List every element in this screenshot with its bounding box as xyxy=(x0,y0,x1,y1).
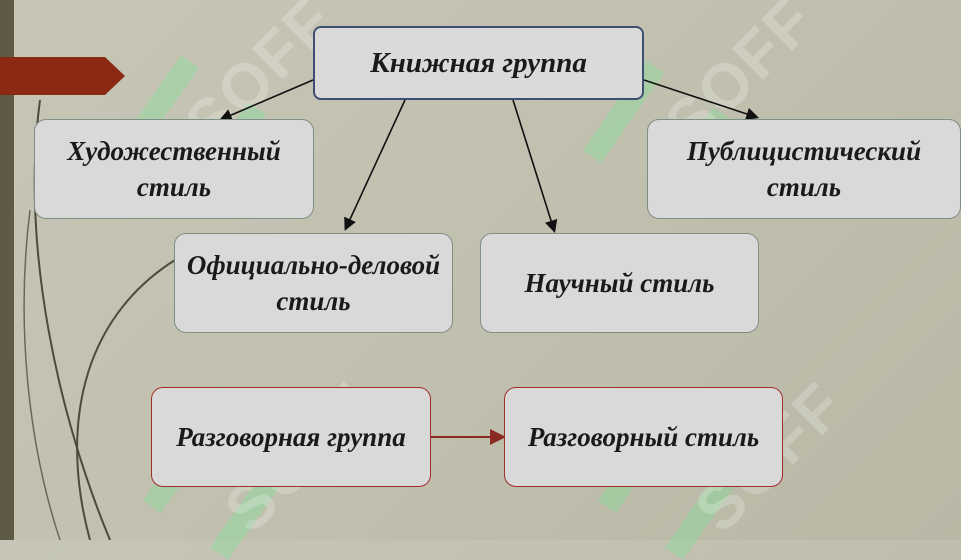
node-publicistic-style: Публицистический стиль xyxy=(647,119,961,219)
left-accent-bar xyxy=(0,0,14,540)
node-scientific-style: Научный стиль xyxy=(480,233,759,333)
node-artistic-style: Художественный стиль xyxy=(34,119,314,219)
red-arrow-tab xyxy=(0,57,125,95)
arrow-to-artistic xyxy=(219,79,314,122)
node-label: Публицистический стиль xyxy=(686,136,922,202)
node-colloquial-style: Разговорный стиль xyxy=(504,387,783,487)
decor-curve xyxy=(23,209,61,540)
root-node-label: Книжная группа xyxy=(370,47,587,79)
arrow-to-scientific xyxy=(512,99,558,234)
node-label: Официально-деловой стиль xyxy=(186,250,441,316)
decor-curve xyxy=(76,259,176,540)
root-node: Книжная группа xyxy=(313,26,644,100)
arrow-to-publicistic xyxy=(643,79,760,121)
arrow-to-official xyxy=(344,99,406,231)
node-label: Разговорная группа xyxy=(176,422,406,452)
node-label: Художественный стиль xyxy=(67,136,281,202)
node-colloquial-group: Разговорная группа xyxy=(151,387,431,487)
node-label: Научный стиль xyxy=(524,268,715,298)
node-official-style: Официально-деловой стиль xyxy=(174,233,453,333)
node-label: Разговорный стиль xyxy=(527,422,760,452)
